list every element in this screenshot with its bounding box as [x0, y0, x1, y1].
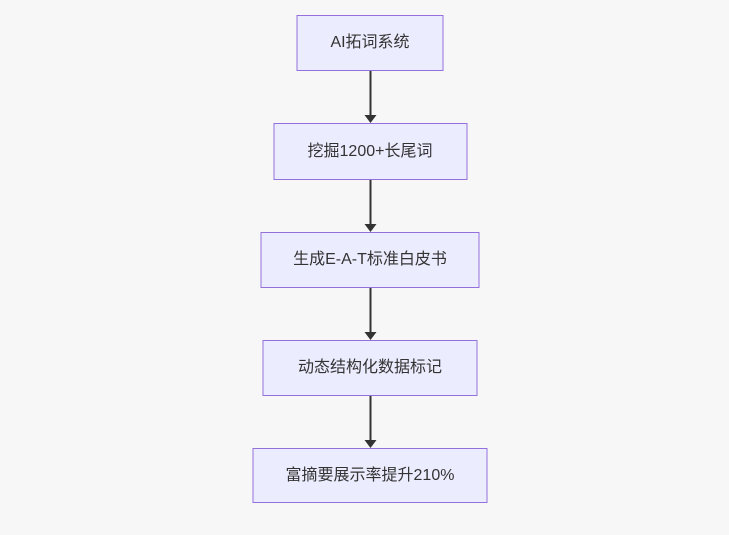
flowchart: AI拓词系统 挖掘1200+长尾词 生成E-A-T标准白皮书 动态结构化数据标记… — [252, 15, 488, 503]
flow-arrow-2 — [364, 180, 376, 232]
flow-arrow-3 — [364, 288, 376, 340]
arrow-head-icon — [364, 224, 376, 232]
arrow-shaft — [369, 180, 371, 224]
arrow-head-icon — [364, 332, 376, 340]
flow-node-rich-snippet-rate-increase: 富摘要展示率提升210% — [252, 448, 488, 503]
arrow-shaft — [369, 71, 371, 115]
arrow-shaft — [369, 288, 371, 332]
flow-node-generate-eat-whitepaper: 生成E-A-T标准白皮书 — [260, 232, 480, 288]
flow-arrow-1 — [364, 71, 376, 123]
arrow-head-icon — [364, 115, 376, 123]
flow-node-dynamic-structured-data-markup: 动态结构化数据标记 — [262, 340, 478, 396]
flow-arrow-4 — [364, 396, 376, 448]
arrow-head-icon — [364, 440, 376, 448]
flow-node-ai-word-expansion-system: AI拓词系统 — [296, 15, 444, 71]
flow-node-mine-longtail-keywords: 挖掘1200+长尾词 — [273, 123, 467, 180]
arrow-shaft — [369, 396, 371, 440]
